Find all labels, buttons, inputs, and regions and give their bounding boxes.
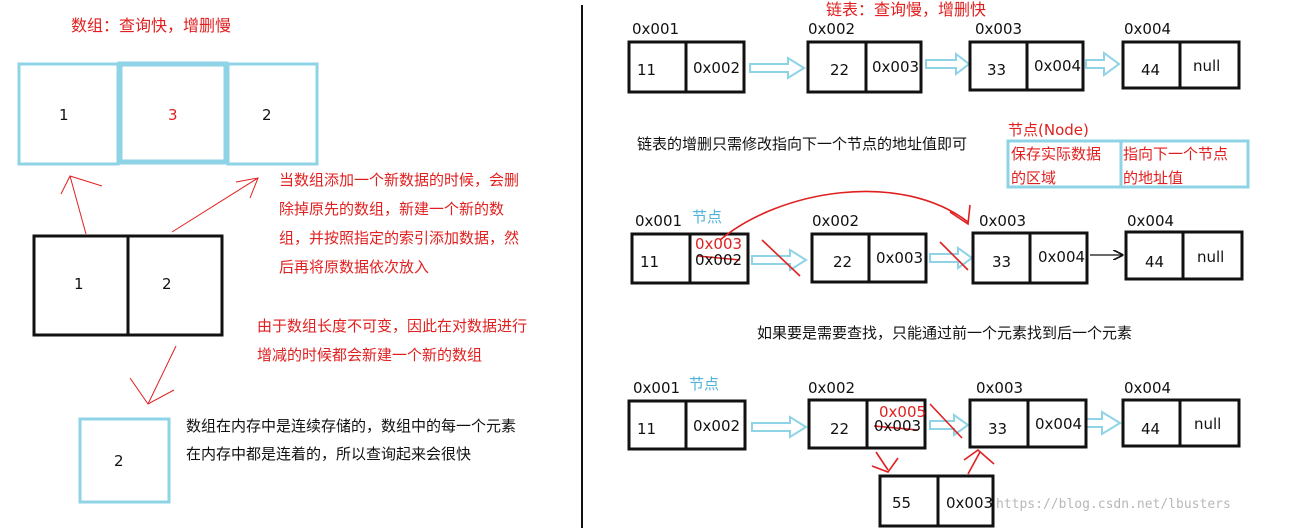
note-find: 如果要是需要查找，只能通过前一个元素找到后一个元素 — [757, 324, 1133, 342]
row3-next-2: 0x003 — [874, 417, 922, 435]
row3-arrows — [751, 410, 1122, 439]
watermark: https://blog.csdn.net/lbusters — [996, 497, 1231, 512]
row2-next-3: 0x004 — [1038, 248, 1086, 266]
row1-next-4: null — [1193, 57, 1221, 75]
row3-value-3: 33 — [988, 420, 1008, 438]
legend-box — [1006, 139, 1250, 189]
row1-value-1: 11 — [637, 61, 657, 79]
row2-addr-1: 0x001 — [635, 212, 683, 230]
row2-value-2: 22 — [833, 253, 853, 271]
top-cell-1: 1 — [59, 106, 69, 124]
note-memory: 数组在内存中是连续存储的，数组中的每一个元素 在内存中都是连着的，所以查询起来会… — [186, 412, 516, 468]
legend-next-area: 指向下一个节点 的地址值 — [1123, 142, 1228, 190]
note-add: 当数组添加一个新数据的时候，会删 除掉原先的数组，新建一个新的数 组，并按照指定… — [279, 166, 519, 282]
row3-next-4: null — [1194, 415, 1222, 433]
row3-node-label: 节点 — [689, 375, 720, 393]
bottom-cell-1: 2 — [114, 452, 124, 470]
bottom-array — [78, 417, 171, 504]
note-length-line: 增减的时候都会新建一个新的数组 — [257, 346, 483, 364]
top-cell-2: 3 — [168, 106, 178, 124]
mid-array — [32, 234, 224, 337]
row1-addr-4: 0x004 — [1124, 20, 1172, 38]
note-add-line: 当数组添加一个新数据的时候，会删 — [279, 171, 520, 189]
row2-new-next: 0x003 — [695, 235, 743, 253]
note-memory-line: 在内存中都是连着的，所以查询起来会很快 — [186, 445, 472, 463]
legend-data-area: 保存实际数据 的区域 — [1011, 142, 1101, 190]
row1-next-2: 0x003 — [872, 58, 920, 76]
row2-addr-4: 0x004 — [1127, 212, 1175, 230]
row3-addr-4: 0x004 — [1124, 379, 1172, 397]
array-arrows — [60, 175, 259, 405]
row1-addr-2: 0x002 — [808, 20, 856, 38]
row2-boxes — [630, 230, 1244, 285]
row3-inserted-next: 0x003 — [946, 494, 994, 512]
row1-arrows — [749, 51, 1121, 80]
row2-value-4: 44 — [1145, 253, 1165, 271]
note-change: 链表的增删只需修改指向下一个节点的地址值即可 — [637, 135, 968, 153]
row3-red-marks — [871, 403, 995, 475]
row1-value-3: 33 — [987, 61, 1007, 79]
note-length-line: 由于数组长度不可变，因此在对数据进行 — [257, 317, 528, 335]
row2-addr-3: 0x003 — [979, 212, 1027, 230]
row3-new-next: 0x005 — [879, 403, 927, 421]
row3-addr-2: 0x002 — [808, 379, 856, 397]
row1-next-1: 0x002 — [693, 59, 741, 77]
row2-addr-2: 0x002 — [812, 212, 860, 230]
legend-next-line: 指向下一个节点 — [1123, 145, 1229, 163]
row2-next-2: 0x003 — [876, 249, 924, 267]
row2-value-3: 33 — [992, 253, 1012, 271]
legend-next-line: 的地址值 — [1123, 169, 1184, 187]
row1-value-2: 22 — [830, 61, 850, 79]
array-title: 数组：查询快，增删慢 — [71, 16, 232, 35]
row2-node-label: 节点 — [692, 208, 723, 226]
mid-cell-1: 1 — [74, 275, 84, 293]
row3-boxes — [627, 398, 1241, 528]
row2-red-marks — [697, 190, 971, 277]
note-add-line: 组，并按照指定的索引添加数据，然 — [279, 229, 520, 247]
row1-boxes — [627, 40, 1241, 94]
row3-inserted-value: 55 — [892, 494, 912, 512]
row2-next-1: 0x002 — [695, 251, 743, 269]
row2-arrows — [751, 246, 974, 272]
row1-value-4: 44 — [1141, 61, 1161, 79]
top-array — [17, 61, 319, 166]
note-add-line: 除掉原先的数组，新建一个新的数 — [279, 200, 505, 218]
row3-addr-3: 0x003 — [976, 379, 1024, 397]
linked-list-title: 链表：查询慢，增删快 — [826, 0, 987, 19]
row1-next-3: 0x004 — [1034, 57, 1082, 75]
mid-cell-2: 2 — [162, 275, 172, 293]
legend-title: 节点(Node) — [1008, 121, 1089, 139]
note-add-line: 后再将原数据依次放入 — [279, 258, 430, 276]
row2-next-4: null — [1197, 248, 1225, 266]
row2-value-1: 11 — [640, 253, 660, 271]
legend-data-line: 的区域 — [1011, 169, 1057, 187]
row1-addr-1: 0x001 — [632, 20, 680, 38]
legend-data-line: 保存实际数据 — [1011, 145, 1102, 163]
row3-value-2: 22 — [830, 420, 850, 438]
top-cell-3: 2 — [262, 106, 272, 124]
row3-next-3: 0x004 — [1035, 415, 1083, 433]
row3-addr-1: 0x001 — [633, 379, 681, 397]
row3-next-1: 0x002 — [693, 417, 741, 435]
row3-value-1: 11 — [637, 420, 657, 438]
row3-value-4: 44 — [1141, 420, 1161, 438]
row1-addr-3: 0x003 — [975, 20, 1023, 38]
note-memory-line: 数组在内存中是连续存储的，数组中的每一个元素 — [186, 417, 517, 435]
note-length: 由于数组长度不可变，因此在对数据进行 增减的时候都会新建一个新的数组 — [257, 312, 527, 370]
